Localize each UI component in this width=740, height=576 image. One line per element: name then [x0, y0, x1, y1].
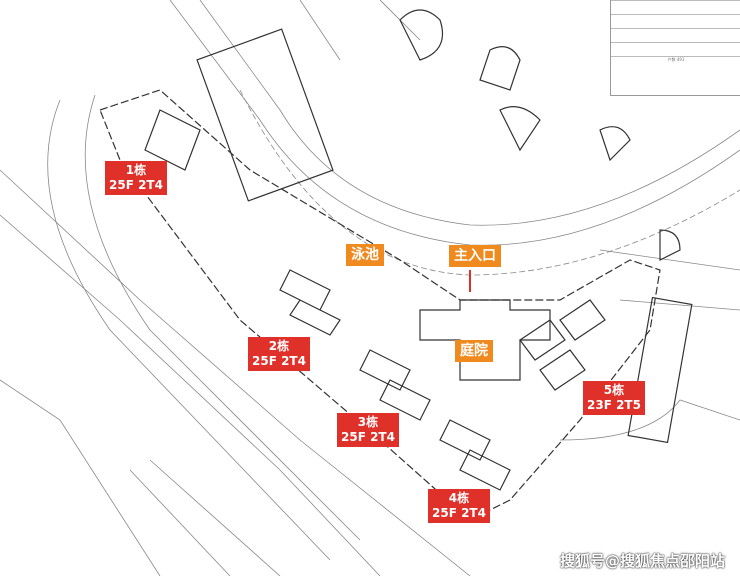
building-spec: 25F 2T4: [341, 430, 395, 444]
building-name: 5栋: [603, 383, 625, 397]
pool-label: 泳池: [346, 244, 384, 266]
households-label: 户数: [667, 57, 676, 62]
building-name: 2栋: [268, 339, 290, 353]
building-spec: 25F 2T4: [252, 354, 306, 368]
courtyard-label: 庭院: [455, 340, 493, 362]
building-spec: 25F 2T4: [109, 178, 163, 192]
building-spec: 25F 2T4: [432, 506, 486, 520]
building-name: 3栋: [357, 415, 379, 429]
building-name: 4栋: [448, 491, 470, 505]
households-value: 491: [676, 57, 685, 62]
main-entrance-label: 主入口: [449, 245, 501, 267]
watermark: 搜狐号@搜狐焦点邵阳站: [560, 552, 726, 570]
project-data-table: 户数 491: [610, 0, 740, 96]
building-spec: 23F 2T5: [587, 398, 641, 412]
building-name: 1栋: [125, 163, 147, 177]
